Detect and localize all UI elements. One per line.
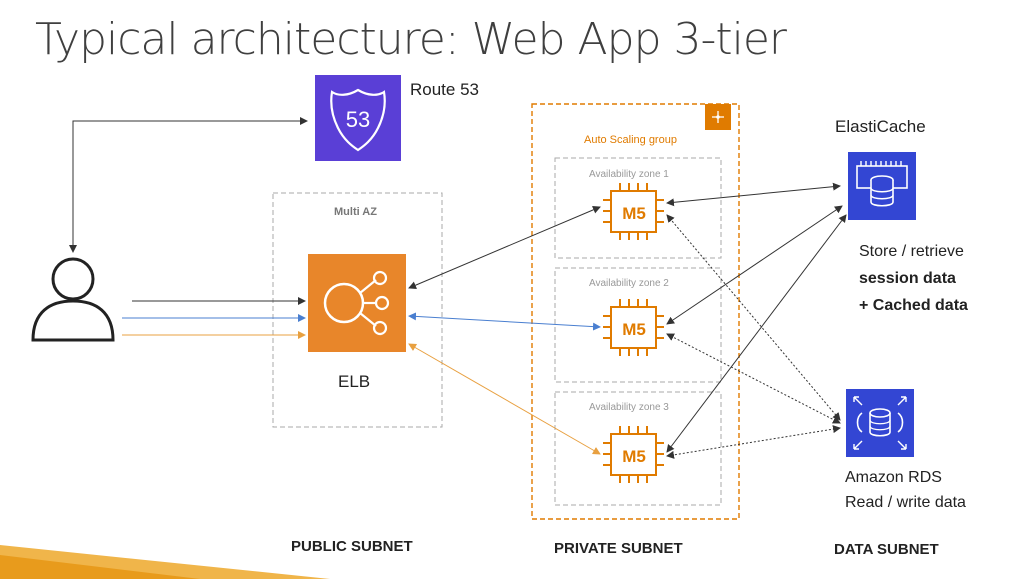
rds-label: Amazon RDS <box>845 469 942 486</box>
store-line: Store / retrieve <box>859 243 964 260</box>
user-icon <box>31 257 115 342</box>
instance3-rds-connector <box>666 425 841 459</box>
route53-label: Route 53 <box>410 80 479 99</box>
availability-zone-label: Availability zone 1 <box>589 169 669 180</box>
instance2-elasticache-connector <box>666 205 843 325</box>
autoscaling-icon <box>705 104 731 130</box>
instance-type-label: M5 <box>622 447 646 466</box>
elb-label: ELB <box>338 372 371 391</box>
rds-description: Amazon RDS Read / write data <box>845 465 966 515</box>
rds-icon <box>846 389 914 457</box>
elb-instance2-connector <box>408 312 601 331</box>
instance3-elasticache-connector <box>666 214 847 453</box>
public-subnet-label: PUBLIC SUBNET <box>291 538 413 555</box>
auto-scaling-group <box>531 103 740 520</box>
availability-zone-3 <box>554 391 722 506</box>
instance1-rds-connector <box>666 214 841 421</box>
private-subnet-label: PRIVATE SUBNET <box>554 540 683 557</box>
rds-usage: Read / write data <box>845 494 966 511</box>
user-route53-connector <box>69 117 308 253</box>
availability-zone-label: Availability zone 3 <box>589 402 669 413</box>
store-line-bold: + Cached data <box>859 297 968 314</box>
elb-icon <box>308 254 406 352</box>
multi-az-group <box>272 192 443 428</box>
route53-icon: 53 <box>315 75 401 161</box>
store-line-bold: session data <box>859 270 956 287</box>
elb-instance1-connector <box>408 206 601 289</box>
elasticache-label: ElastiCache <box>835 117 926 136</box>
instance1-elasticache-connector <box>666 182 841 207</box>
ec2-m5-icon: M5 <box>603 426 664 483</box>
slide-decoration <box>0 545 330 579</box>
route53-badge: 53 <box>346 107 370 132</box>
data-subnet-label: DATA SUBNET <box>834 541 939 558</box>
elb-instance3-connector <box>408 343 601 455</box>
multi-az-label: Multi AZ <box>334 206 377 218</box>
ec2-m5-icon: M5 <box>603 183 664 240</box>
elasticache-icon <box>848 152 916 220</box>
instance2-rds-connector <box>666 333 841 424</box>
instance-type-label: M5 <box>622 320 646 339</box>
page-title: Typical architecture: Web App 3-tier <box>35 14 787 65</box>
instance-type-label: M5 <box>622 204 646 223</box>
auto-scaling-group-label: Auto Scaling group <box>584 134 677 146</box>
elasticache-description: Store / retrieve session data + Cached d… <box>859 238 968 319</box>
availability-zone-label: Availability zone 2 <box>589 278 669 289</box>
ec2-m5-icon: M5 <box>603 299 664 356</box>
availability-zone-2 <box>554 267 722 383</box>
